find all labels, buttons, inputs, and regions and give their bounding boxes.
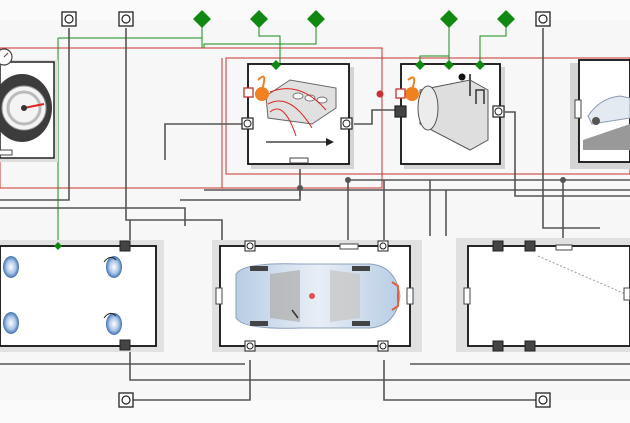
road-block[interactable] bbox=[456, 238, 630, 352]
gearbox-block[interactable] bbox=[376, 60, 506, 169]
chassis-block[interactable] bbox=[212, 240, 422, 352]
engine-icon bbox=[255, 75, 337, 146]
speedometer-block[interactable] bbox=[0, 48, 58, 162]
bus-wires bbox=[0, 47, 630, 189]
engine-block[interactable] bbox=[241, 60, 354, 169]
signal-diamond-ports[interactable] bbox=[193, 10, 515, 28]
car-top-view-icon bbox=[235, 263, 401, 329]
bottom-output-ports[interactable] bbox=[118, 392, 551, 408]
gearbox-icon bbox=[405, 73, 489, 151]
wheels-block[interactable] bbox=[0, 240, 164, 352]
road-icon bbox=[537, 255, 630, 297]
grey-wires bbox=[0, 28, 630, 401]
vehicle-icon bbox=[583, 95, 630, 150]
speedometer-icon bbox=[0, 74, 52, 142]
vehicle-preview-block[interactable] bbox=[570, 59, 630, 169]
wheel-icon bbox=[3, 256, 122, 335]
wire-junctions bbox=[297, 177, 566, 191]
stopwatch-icon bbox=[0, 48, 13, 66]
top-input-ports[interactable] bbox=[61, 11, 551, 27]
